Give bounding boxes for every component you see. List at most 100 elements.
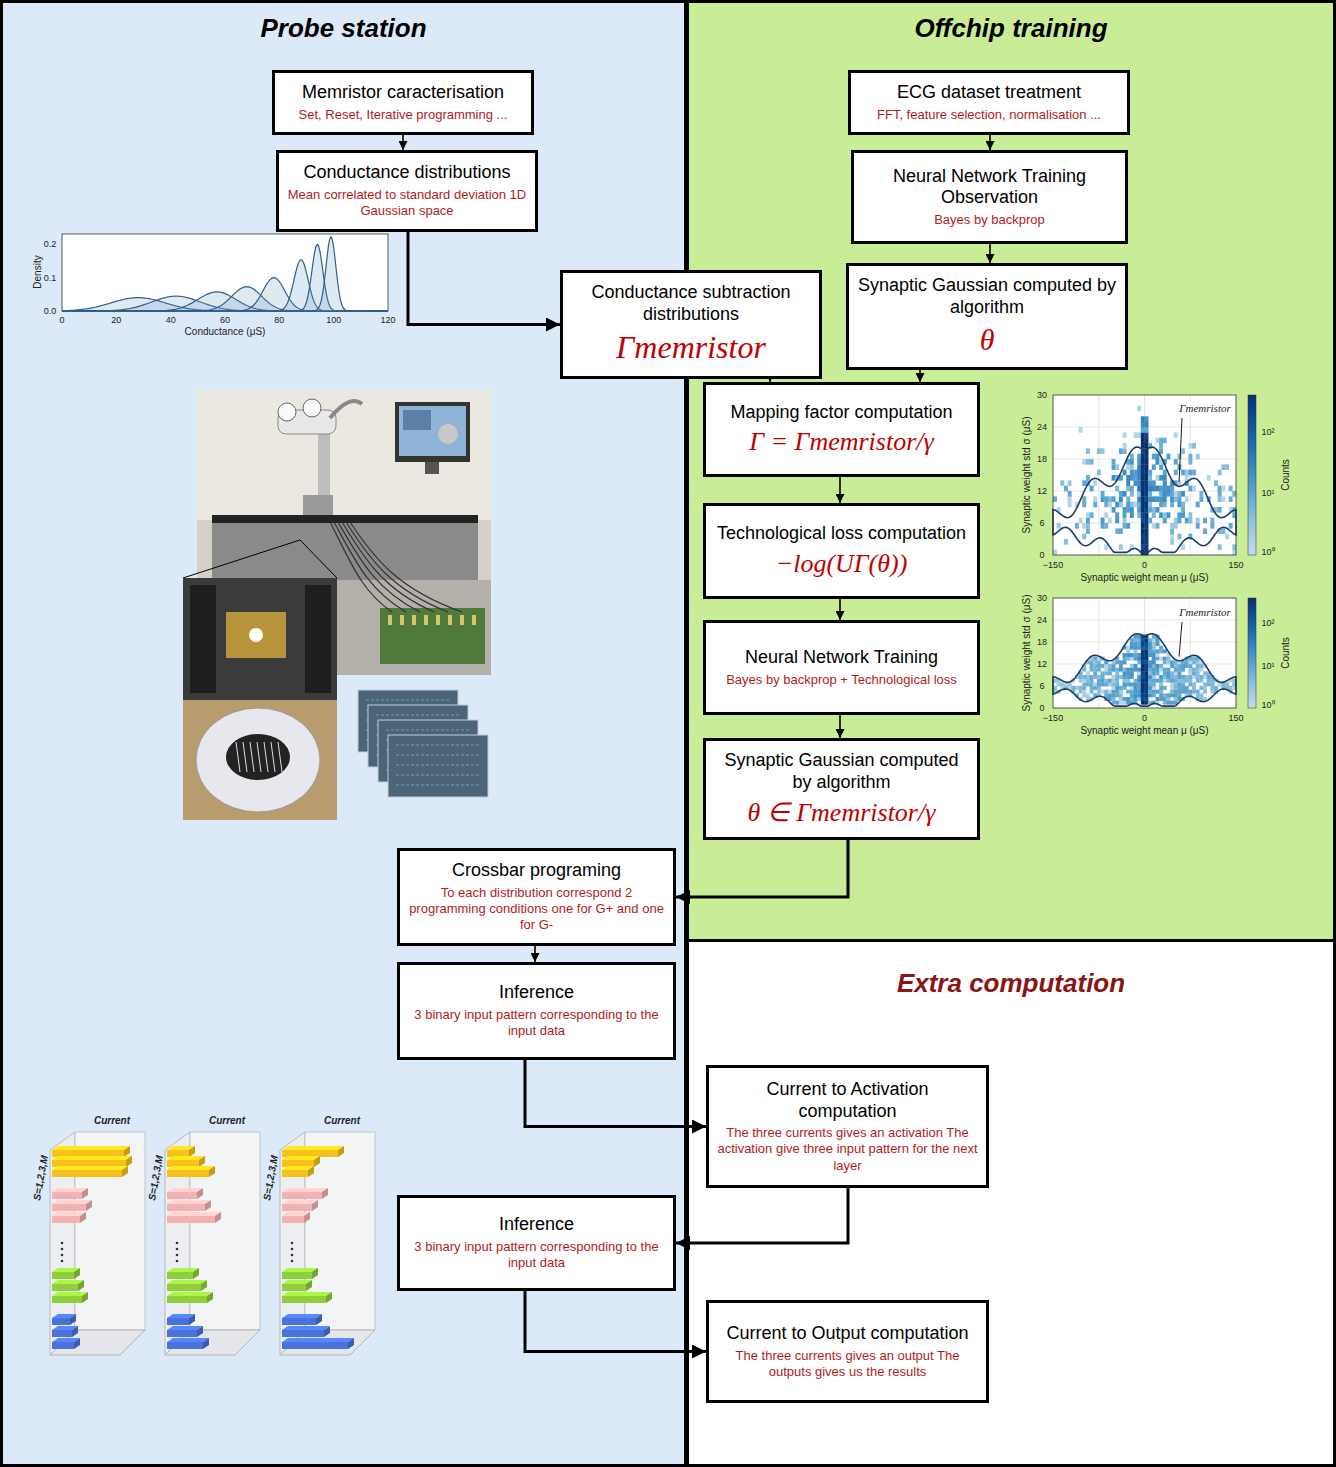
shape-rect <box>1134 646 1138 650</box>
shape-rect <box>1221 496 1225 502</box>
process-box: Neural Network Training ObservationBayes… <box>851 150 1128 244</box>
shape-rect <box>1177 675 1181 679</box>
shape-rect <box>1086 523 1090 529</box>
axis-label: 0 <box>1142 714 1147 723</box>
shape-rect <box>1123 660 1127 664</box>
shape-rect <box>1123 523 1127 529</box>
shape-rect <box>1145 507 1149 513</box>
shape-rect <box>1123 443 1127 449</box>
shape-rect <box>1203 671 1207 675</box>
shape-rect <box>1166 454 1170 460</box>
shape-rect <box>1163 701 1167 705</box>
shape-rect <box>1163 657 1167 661</box>
shape-rect <box>1145 653 1149 657</box>
shape-rect <box>1141 470 1145 476</box>
shape-polygon <box>50 1330 145 1355</box>
shape-rect <box>1221 528 1225 534</box>
shape-rect <box>1079 675 1083 679</box>
shape-rect <box>1229 496 1233 502</box>
shape-rect <box>1053 550 1057 556</box>
shape-rect <box>1141 668 1145 672</box>
leader-line <box>183 540 300 578</box>
shape-rect <box>1141 534 1145 540</box>
shape-rect <box>1152 454 1156 460</box>
axis-label: 30 <box>1037 594 1047 603</box>
shape-rect <box>1170 675 1174 679</box>
shape-rect <box>1210 679 1214 683</box>
box-note: Bayes by backprop + Technological loss <box>726 672 957 688</box>
shape-rect <box>1148 480 1152 486</box>
shape-rect <box>1104 664 1108 668</box>
leader-line <box>396 755 480 756</box>
shape-rect <box>1130 682 1134 686</box>
shape-rect <box>1159 649 1163 653</box>
shape-rect <box>1123 671 1127 675</box>
shape-rect <box>1155 679 1159 683</box>
shape-rect <box>1210 682 1214 686</box>
shape-rect <box>1101 671 1105 675</box>
shape-polygon <box>74 1268 80 1279</box>
shape-rect <box>1130 642 1134 646</box>
shape-rect <box>1163 649 1167 653</box>
shape-rect <box>167 1272 193 1279</box>
dot <box>291 1242 294 1245</box>
curve-annotation: Γmemristor <box>1177 402 1232 415</box>
process-box: Inference3 binary input pattern correspo… <box>397 1195 676 1291</box>
shape-polygon <box>314 1156 320 1167</box>
shape-rect <box>1112 693 1116 697</box>
formula-text: Γ = Γmemristor/γ <box>749 426 934 457</box>
shape-polygon <box>52 1146 130 1150</box>
shape-polygon <box>215 1212 221 1223</box>
shape-rect <box>1141 502 1145 508</box>
shape-rect <box>1174 679 1178 683</box>
shape-rect <box>1145 416 1149 422</box>
shape-rect <box>1079 690 1083 694</box>
shape-rect <box>1159 697 1163 701</box>
shape-rect <box>388 615 392 625</box>
leader-line <box>300 540 337 578</box>
shape-rect <box>1130 638 1134 642</box>
shape-rect <box>1130 664 1134 668</box>
box-title: Synaptic Gaussian computed by algorithm <box>857 275 1117 318</box>
shape-rect <box>1071 686 1075 690</box>
shape-rect <box>1141 523 1145 529</box>
shape-rect <box>1123 512 1127 518</box>
shape-rect <box>1141 649 1145 653</box>
shape-rect <box>52 1170 122 1177</box>
shape-rect <box>62 234 388 311</box>
shape-rect <box>1155 486 1159 492</box>
shape-rect <box>1093 682 1097 686</box>
axis-label: 0 <box>1039 704 1044 713</box>
shape-rect <box>1166 512 1170 518</box>
shape-rect <box>1137 464 1141 470</box>
shape-rect <box>1093 657 1097 661</box>
shape-rect <box>1163 675 1167 679</box>
leader-line <box>271 742 275 772</box>
shape-rect <box>1174 686 1178 690</box>
shape-rect <box>1248 395 1256 555</box>
axis-label: 10² <box>1261 427 1274 436</box>
shape-rect <box>1108 496 1112 502</box>
shape-rect <box>1104 668 1108 672</box>
shape-rect <box>1145 534 1149 540</box>
shape-rect <box>1126 464 1130 470</box>
shape-rect <box>1174 693 1178 697</box>
shape-rect <box>1145 693 1149 697</box>
shape-rect <box>1119 544 1123 550</box>
axis-label: Counts <box>1281 637 1291 669</box>
shape-rect <box>1159 675 1163 679</box>
shape-polygon <box>52 1200 92 1204</box>
shape-rect <box>399 406 466 456</box>
process-box: Conductance subtraction distributionsΓme… <box>560 270 822 379</box>
shape-polygon <box>167 1292 213 1296</box>
shape-rect <box>1159 438 1163 444</box>
box-note: 3 binary input pattern corresponding to … <box>408 1239 665 1272</box>
shape-rect <box>1181 491 1185 497</box>
flow-arrow <box>676 1188 848 1243</box>
shape-rect <box>52 1318 70 1325</box>
box-title: Technological loss computation <box>717 523 966 545</box>
shape-rect <box>1225 682 1229 686</box>
shape-rect <box>52 1216 80 1223</box>
shape-rect <box>1097 682 1101 686</box>
shape-rect <box>1115 512 1119 518</box>
